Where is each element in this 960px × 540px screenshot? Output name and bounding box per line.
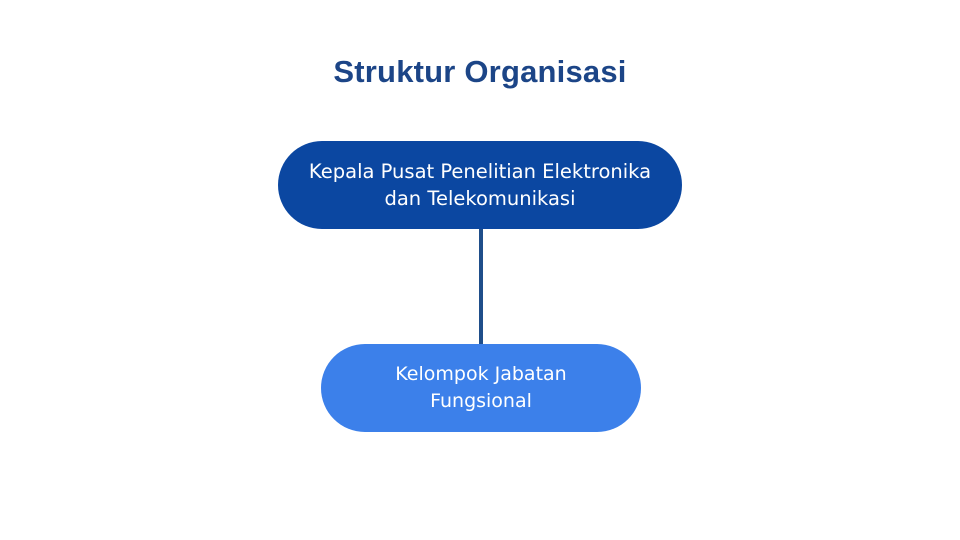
org-node-head-line2: dan Telekomunikasi [384, 187, 576, 210]
connector-line [479, 228, 483, 345]
org-node-functional-group-label: Kelompok Jabatan Fungsional [395, 361, 566, 415]
org-node-head-line1: Kepala Pusat Penelitian Elektronika [308, 160, 652, 183]
org-node-functional-group: Kelompok Jabatan Fungsional [321, 344, 641, 432]
diagram-title: Struktur Organisasi [333, 54, 627, 89]
org-node-functional-group-line1: Kelompok Jabatan [395, 363, 567, 385]
org-node-head: Kepala Pusat Penelitian Elektronika dan … [278, 141, 682, 229]
org-node-functional-group-line2: Fungsional [430, 390, 532, 412]
org-node-head-label: Kepala Pusat Penelitian Elektronika dan … [309, 158, 651, 212]
